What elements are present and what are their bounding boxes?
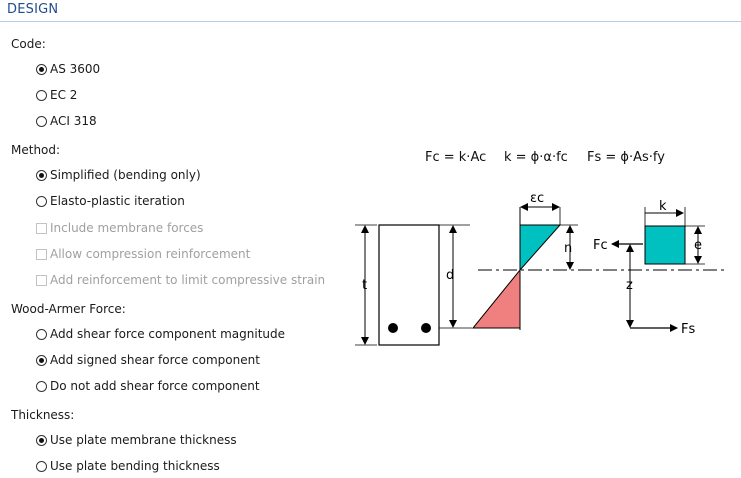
radio-icon[interactable] — [36, 115, 47, 127]
option-label: Add shear force component magnitude — [50, 327, 286, 341]
code-label: Code: — [11, 37, 46, 51]
label-z: z — [626, 278, 633, 293]
wood-armer-option-magnitude[interactable]: Add shear force component magnitude — [36, 326, 285, 342]
thickness-label: Thickness: — [11, 408, 75, 422]
rebar-right — [421, 323, 431, 333]
method-label: Method: — [11, 143, 61, 157]
wood-armer-option-signed[interactable]: Add signed shear force component — [36, 352, 260, 368]
code-option-ec2[interactable]: EC 2 — [36, 87, 77, 103]
label-e: e — [694, 238, 702, 253]
option-label: AS 3600 — [50, 62, 101, 76]
compression-block — [644, 225, 686, 265]
option-label: Add reinforcement to limit compressive s… — [50, 273, 326, 287]
label-d: d — [446, 268, 454, 283]
check-limit-compressive-strain[interactable]: Add reinforcement to limit compressive s… — [36, 272, 325, 288]
radio-icon[interactable] — [36, 460, 47, 472]
option-label: Do not add shear force component — [50, 379, 260, 393]
checkbox-icon[interactable] — [36, 222, 47, 234]
code-option-as3600[interactable]: AS 3600 — [36, 61, 100, 77]
wood-armer-option-none[interactable]: Do not add shear force component — [36, 378, 260, 394]
depth-dimension — [439, 224, 472, 329]
radio-icon-selected[interactable] — [36, 354, 47, 366]
method-option-elasto-plastic[interactable]: Elasto-plastic iteration — [36, 193, 185, 209]
label-ec: εc — [530, 191, 544, 206]
label-t: t — [362, 278, 367, 293]
radio-icon[interactable] — [36, 328, 47, 340]
label-n: n — [564, 241, 572, 256]
checkbox-icon[interactable] — [36, 274, 47, 286]
wood-armer-label: Wood-Armer Force: — [11, 302, 126, 316]
option-label: ACI 318 — [50, 114, 97, 128]
compression-strain-triangle — [519, 224, 562, 272]
thickness-option-membrane[interactable]: Use plate membrane thickness — [36, 432, 237, 448]
check-allow-compression-reinforcement[interactable]: Allow compression reinforcement — [36, 246, 250, 262]
formula-fc: Fc = k·Ac — [425, 150, 487, 165]
rebar-left — [388, 323, 398, 333]
section-header: DESIGN — [0, 0, 741, 22]
option-label: Include membrane forces — [50, 221, 204, 235]
label-fc: Fc — [593, 238, 608, 253]
code-option-aci318[interactable]: ACI 318 — [36, 113, 97, 129]
option-label: Allow compression reinforcement — [50, 247, 251, 261]
checkbox-icon[interactable] — [36, 248, 47, 260]
option-label: EC 2 — [50, 88, 78, 102]
option-label: Use plate membrane thickness — [50, 433, 237, 447]
radio-icon-selected[interactable] — [36, 434, 47, 446]
formula-k: k = ϕ·α·fc — [504, 150, 568, 165]
label-k: k — [659, 199, 667, 214]
neutral-depth-dimension — [560, 224, 578, 270]
label-fs: Fs — [681, 322, 695, 337]
radio-icon[interactable] — [36, 195, 47, 207]
thickness-dimension — [355, 224, 377, 346]
radio-icon[interactable] — [36, 380, 47, 392]
option-label: Use plate bending thickness — [50, 459, 220, 473]
thickness-option-bending[interactable]: Use plate bending thickness — [36, 458, 220, 474]
option-label: Add signed shear force component — [50, 353, 260, 367]
tension-strain-triangle — [471, 268, 521, 329]
option-label: Simplified (bending only) — [50, 168, 201, 182]
radio-icon-selected[interactable] — [36, 169, 47, 181]
formula-fs: Fs = ϕ·As·fy — [587, 150, 665, 165]
check-include-membrane-forces[interactable]: Include membrane forces — [36, 220, 203, 236]
option-label: Elasto-plastic iteration — [50, 194, 185, 208]
radio-icon[interactable] — [36, 89, 47, 101]
section-title: DESIGN — [7, 2, 59, 17]
method-option-simplified[interactable]: Simplified (bending only) — [36, 167, 201, 183]
radio-icon-selected[interactable] — [36, 63, 47, 75]
